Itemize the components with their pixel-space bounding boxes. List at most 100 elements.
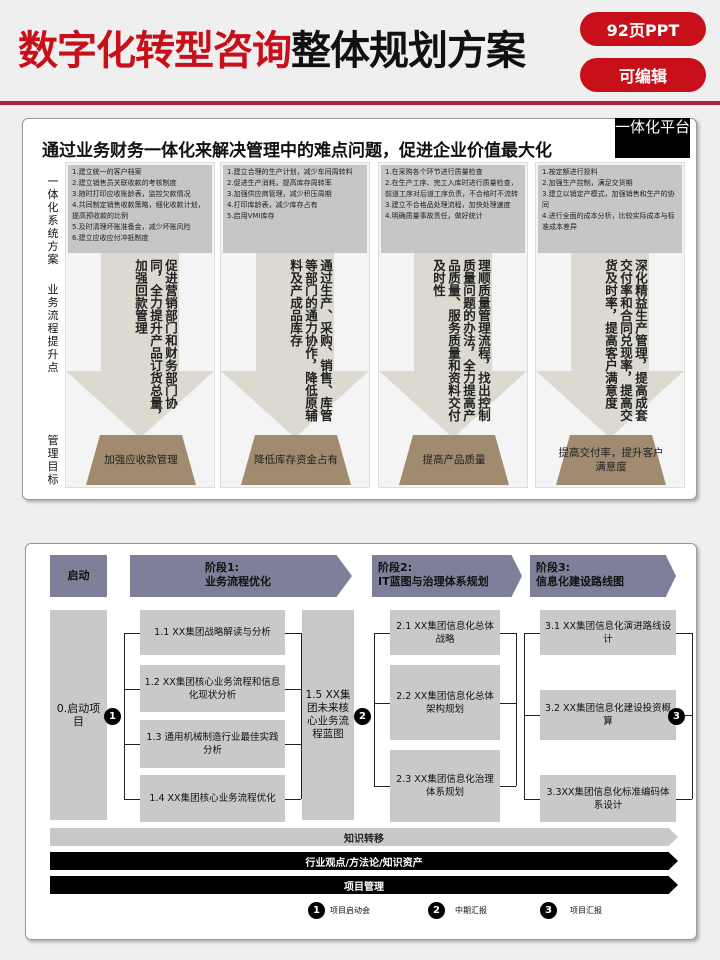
connector — [374, 632, 390, 634]
solution-list: 1.在采购各个环节进行质量检查 2.在生产工序、完工入库时进行质量检查，前道工序对… — [381, 165, 525, 253]
solution-item: 3.随时打印应收账龄表，监控欠款情况 — [72, 190, 191, 198]
phase-label: 阶段1: — [205, 561, 240, 574]
phase-2: 阶段2:IT蓝图与治理体系规划 — [372, 555, 522, 597]
row-label-improve: 业务流程提升点 — [47, 283, 59, 374]
connector — [676, 632, 692, 634]
goal-shape — [556, 435, 666, 485]
connector — [124, 744, 140, 745]
legend-marker: 3 — [540, 902, 557, 919]
solution-item: 5.启用VMI库存 — [227, 212, 275, 220]
phase-3: 阶段3:信息化建设路线图 — [530, 555, 676, 597]
bracket — [374, 632, 375, 786]
solution-item: 1.建立统一的客户档案 — [72, 168, 142, 176]
stage1-task: 1.3 通用机械制造行业最佳实践分析 — [140, 720, 285, 768]
stage3-task: 3.2 XX集团信息化建设投资概算 — [540, 690, 676, 740]
goal-text: 加强应收款管理 — [104, 454, 178, 466]
phase-title: IT蓝图与治理体系规划 — [378, 575, 489, 588]
phase-label: 阶段2: — [378, 561, 413, 574]
goal-text: 提高产品质量 — [422, 454, 486, 466]
connector — [285, 744, 301, 745]
improvement-text: 深化精益生产管理，提高成套交付率和合同兑现率，提高交货及时率，提高客户满意度 — [603, 259, 648, 422]
solution-column: 1.在采购各个环节进行质量检查 2.在生产工序、完工入库时进行质量检查，前道工序对… — [378, 162, 528, 488]
solution-item: 3.建立不合格品处理流程，加快处理速度 — [385, 201, 511, 209]
legend-marker: 2 — [428, 902, 445, 919]
connector — [374, 786, 390, 787]
start-project-box: 0.启动项目 — [50, 610, 107, 820]
solution-list: 1.建立统一的客户档案 2.建立销售员关联收款的考核制度 3.随时打印应收账龄表，监… — [68, 165, 212, 253]
goal-text: 降低库存资金占有 — [254, 454, 338, 466]
bracket — [516, 632, 517, 786]
bracket — [692, 632, 693, 799]
down-arrow-icon — [379, 253, 527, 438]
legend-label: 项目汇报 — [570, 906, 602, 915]
stage3-task: 3.1 XX集团信息化演进路线设计 — [540, 610, 676, 655]
solution-item: 4.打印库龄表，减少库存占有 — [227, 201, 318, 209]
solution-item: 4.共同制定销售收款策略，细化收款计划，提高预收款的比例 — [72, 201, 205, 220]
stage2-task: 2.1 XX集团信息化总体战略 — [390, 610, 500, 655]
solution-item: 2.在生产工序、完工入库时进行质量检查，前道工序对后道工序负责，不合格时不流转 — [385, 179, 518, 198]
page-title: 数字化转型咨询整体规划方案 — [18, 28, 526, 74]
roadmap-card — [25, 543, 697, 940]
legend-label: 中期汇报 — [455, 906, 487, 915]
card1-title: 通过业务财务一体化来解决管理中的难点问题，促进企业价值最大化 — [42, 141, 552, 161]
connector — [374, 702, 390, 704]
connector — [500, 786, 516, 787]
milestone-marker: 3 — [668, 708, 685, 725]
stage2-task: 2.3 XX集团信息化治理体系规划 — [390, 750, 500, 822]
bar-industry-insight: 行业观点/方法论/知识资产 — [50, 852, 678, 870]
goal-shape — [399, 435, 509, 485]
solution-item: 3.加强供应商管理，减少积压周期 — [227, 190, 332, 198]
milestone-marker: 2 — [354, 708, 371, 725]
bar-project-management: 项目管理 — [50, 876, 678, 894]
goal-text: 提高交付率，提升客户满意度 — [558, 447, 664, 473]
stage1-task: 1.4 XX集团核心业务流程优化 — [140, 775, 285, 822]
bracket — [524, 632, 525, 799]
phase-start: 启动 — [50, 555, 107, 597]
connector — [124, 632, 140, 634]
solution-item: 2.加强生产控制，满足交货期 — [542, 179, 633, 187]
divider — [0, 101, 720, 105]
solution-item: 3.建立以销定产模式，加强销售和生产的协同 — [542, 190, 675, 209]
phase-title: 信息化建设路线图 — [536, 575, 624, 588]
connector — [285, 798, 301, 800]
bracket — [301, 632, 302, 799]
legend-marker: 1 — [308, 902, 325, 919]
improvement-text: 促进营销部门和财务部门协同，全力提升产品订货总量，加强回款管理 — [133, 259, 178, 422]
connector — [524, 715, 540, 716]
bar-knowledge-transfer: 知识转移 — [50, 828, 678, 846]
phase-label: 阶段3: — [536, 561, 571, 574]
row-label-solution: 一体化系统方案 — [47, 175, 59, 266]
solution-item: 5.及时清理坏账准备金，减少坏账风险 — [72, 223, 191, 231]
platform-label: 一体化平台 — [615, 118, 690, 158]
connector — [124, 688, 140, 690]
legend-label: 项目启动会 — [330, 906, 370, 915]
solution-item: 2.建立销售员关联收款的考核制度 — [72, 179, 177, 187]
down-arrow-icon — [66, 253, 214, 438]
improvement-text: 理顺质量管理流程，找出控制质量问题的办法，全力提高产品质量、服务质量和资料交付及… — [431, 259, 491, 422]
connector — [285, 632, 301, 634]
stage1-task: 1.1 XX集团战略解读与分析 — [140, 610, 285, 655]
stage3-task: 3.3XX集团信息化标准编码体系设计 — [540, 775, 676, 822]
goal-shape — [86, 435, 196, 485]
improvement-text: 通过生产、采购、销售、库管等部门的通力协作，降低原辅料及产成品库存 — [288, 259, 333, 422]
down-arrow-icon — [536, 253, 684, 438]
connector — [285, 688, 301, 690]
stage2-task: 2.2 XX集团信息化总体架构规划 — [390, 665, 500, 740]
milestone-marker: 1 — [104, 708, 121, 725]
solution-item: 1.建立合理的生产计划，减少车间周转料 — [227, 168, 353, 176]
solution-item: 1.在采购各个环节进行质量检查 — [385, 168, 483, 176]
editable-badge: 可编辑 — [580, 58, 706, 92]
phase-title: 业务流程优化 — [205, 575, 271, 588]
connector — [524, 632, 540, 634]
connector — [124, 798, 140, 800]
down-arrow-icon — [221, 253, 369, 438]
connector — [500, 632, 516, 634]
bracket — [124, 632, 125, 799]
connector — [676, 798, 692, 800]
connector — [500, 702, 516, 704]
stage1-output-box: 1.5 XX集团未来核心业务流程蓝图 — [302, 610, 354, 820]
